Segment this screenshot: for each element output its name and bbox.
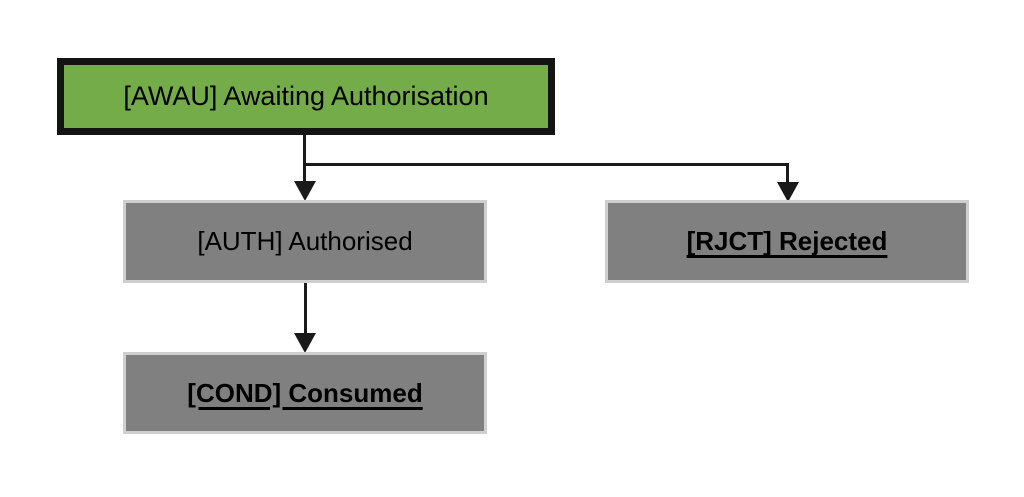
node-rjct-label: [RJCT] Rejected (686, 226, 888, 256)
arrowhead-to-auth-icon (294, 181, 316, 201)
node-auth-authorised: [AUTH] Authorised (123, 200, 487, 283)
edge-auth-cond-line (304, 283, 307, 333)
node-rjct-rejected: [RJCT] Rejected (605, 200, 969, 283)
node-auth-label: [AUTH] Authorised (197, 226, 413, 256)
node-cond-consumed: [COND] Consumed (123, 352, 487, 434)
arrowhead-to-rjct-icon (777, 182, 799, 202)
edge-awau-rjct-line (786, 163, 789, 183)
node-cond-label: [COND] Consumed (187, 377, 423, 408)
edge-awau-branch-line (303, 163, 789, 166)
node-awau-label: [AWAU] Awaiting Authorisation (123, 81, 489, 111)
node-awau-awaiting-authorisation: [AWAU] Awaiting Authorisation (57, 58, 555, 135)
edge-awau-stem-line (303, 135, 306, 183)
arrowhead-to-cond-icon (294, 333, 316, 353)
